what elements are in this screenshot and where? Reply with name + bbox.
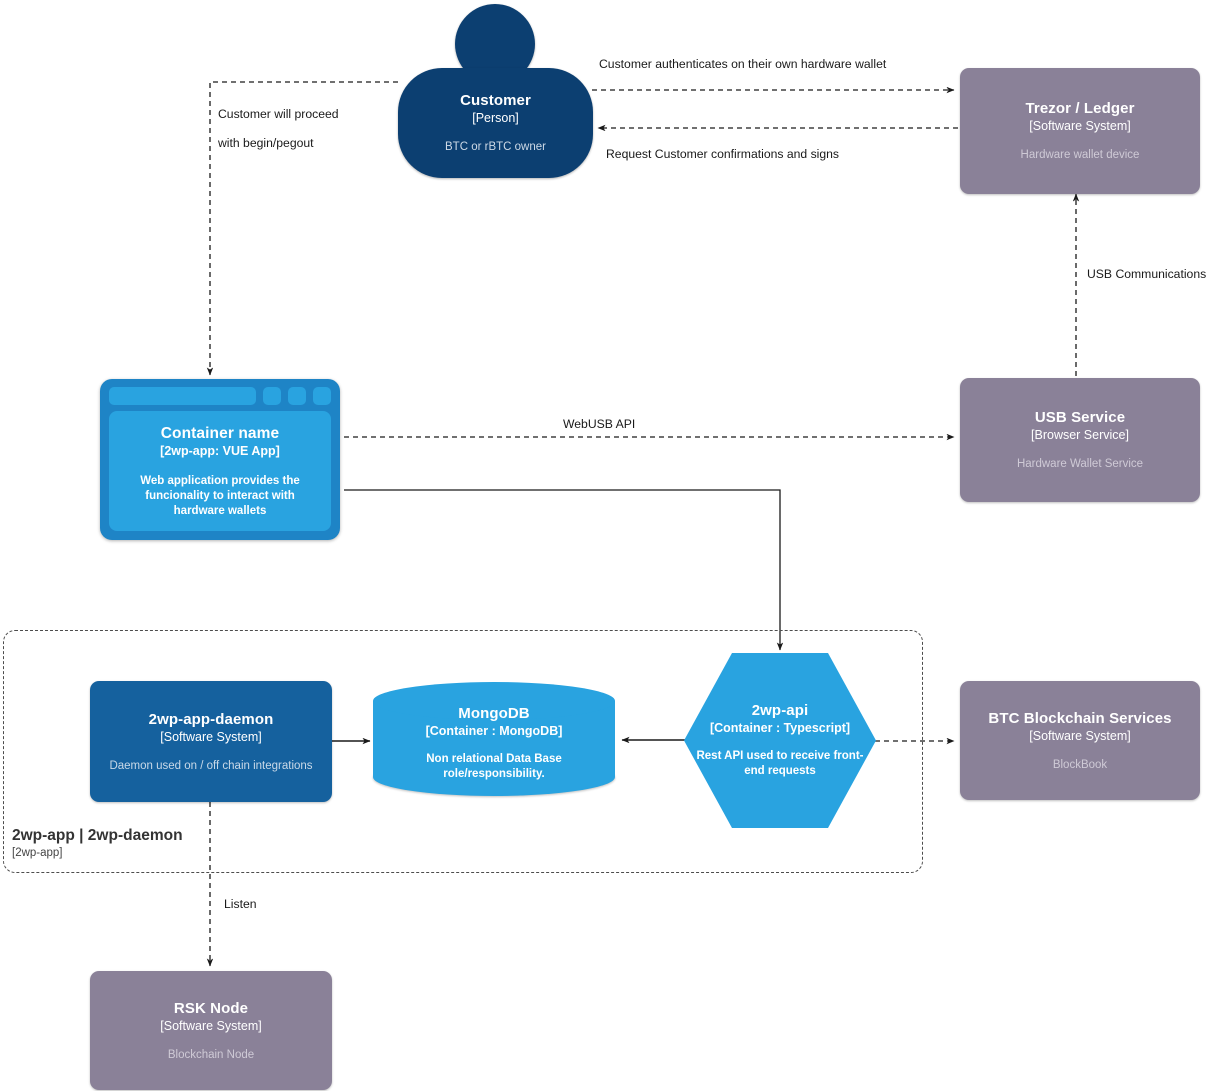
browser-title-bar <box>109 387 331 405</box>
api-description: Rest API used to receive front-end reque… <box>696 750 864 777</box>
boundary-2wp-app <box>3 630 923 873</box>
node-rsk-node[interactable]: RSK Node [Software System] Blockchain No… <box>90 971 332 1090</box>
node-mongodb[interactable]: MongoDB [Container : MongoDB] Non relati… <box>373 682 615 800</box>
edge-label-daemon-to-rsk: Listen <box>224 897 257 911</box>
api-name: 2wp-api <box>751 702 809 719</box>
edge-label-customer-to-trezor: Customer authenticates on their own hard… <box>599 57 887 71</box>
node-btc-blockchain-services[interactable]: BTC Blockchain Services [Software System… <box>960 681 1200 800</box>
api-tech: [Container : Typescript] <box>709 721 851 735</box>
browser-button-icon-2[interactable] <box>288 387 306 405</box>
edge-label-usb-to-trezor: USB Communications <box>1087 267 1207 281</box>
btc-services-description: BlockBook <box>1052 758 1108 771</box>
btc-services-name: BTC Blockchain Services <box>988 709 1172 727</box>
edge-label-app-to-usb: WebUSB API <box>563 417 636 431</box>
container-name-title: Container name <box>160 424 280 442</box>
node-trezor-ledger[interactable]: Trezor / Ledger [Software System] Hardwa… <box>960 68 1200 194</box>
container-name-tech: [2wp-app: VUE App] <box>160 443 280 458</box>
mongodb-name: MongoDB <box>458 705 530 722</box>
container-name-description: Web application provides the funcionalit… <box>140 474 300 517</box>
node-container-name[interactable]: Container name [2wp-app: VUE App] Web ap… <box>100 379 340 540</box>
node-customer[interactable]: Customer [Person] BTC or rBTC owner <box>398 68 593 178</box>
boundary-label: 2wp-app | 2wp-daemon [2wp-app] <box>12 826 252 861</box>
daemon-tech: [Software System] <box>160 729 262 744</box>
rsk-node-tech: [Software System] <box>160 1018 262 1033</box>
rsk-node-name: RSK Node <box>173 999 249 1017</box>
edge-label-trezor-to-customer: Request Customer confirmations and signs <box>606 147 840 161</box>
usb-service-name: USB Service <box>1034 409 1126 426</box>
node-usb-service[interactable]: USB Service [Browser Service] Hardware W… <box>960 378 1200 502</box>
mongodb-description: Non relational Data Base role/responsibi… <box>426 753 562 780</box>
customer-tech: [Person] <box>472 111 519 125</box>
boundary-name: 2wp-app | 2wp-daemon <box>12 827 183 844</box>
trezor-ledger-description: Hardware wallet device <box>1020 149 1140 161</box>
mongodb-cylinder-top <box>373 682 615 720</box>
api-label: 2wp-api [Container : Typescript] Rest AP… <box>684 690 876 790</box>
trezor-ledger-tech: [Software System] <box>1029 119 1131 133</box>
edge-container-to-api <box>344 489 784 651</box>
boundary-tech: [2wp-app] <box>12 847 63 859</box>
daemon-name: 2wp-app-daemon <box>148 710 274 728</box>
trezor-ledger-name: Trezor / Ledger <box>1025 100 1135 117</box>
browser-content: Container name [2wp-app: VUE App] Web ap… <box>109 411 331 531</box>
customer-name: Customer <box>460 92 531 109</box>
browser-address-bar[interactable] <box>109 387 256 405</box>
browser-button-icon-3[interactable] <box>313 387 331 405</box>
customer-description: BTC or rBTC owner <box>445 141 546 153</box>
usb-service-tech: [Browser Service] <box>1031 428 1129 442</box>
edge-customer-to-container <box>206 81 398 376</box>
mongodb-tech: [Container : MongoDB] <box>425 724 563 738</box>
browser-button-icon-1[interactable] <box>263 387 281 405</box>
rsk-node-description: Blockchain Node <box>167 1048 255 1061</box>
node-2wp-api[interactable] <box>684 653 876 828</box>
node-2wp-app-daemon[interactable]: 2wp-app-daemon [Software System] Daemon … <box>90 681 332 802</box>
daemon-description: Daemon used on / off chain integrations <box>109 759 313 772</box>
usb-service-description: Hardware Wallet Service <box>1016 458 1144 470</box>
btc-services-tech: [Software System] <box>1029 728 1131 743</box>
edge-label-customer-to-app-1: Customer will proceed <box>218 107 339 121</box>
mongodb-label: MongoDB [Container : MongoDB] Non relati… <box>373 702 615 784</box>
edge-label-customer-to-app-2: with begin/pegout <box>218 136 314 150</box>
